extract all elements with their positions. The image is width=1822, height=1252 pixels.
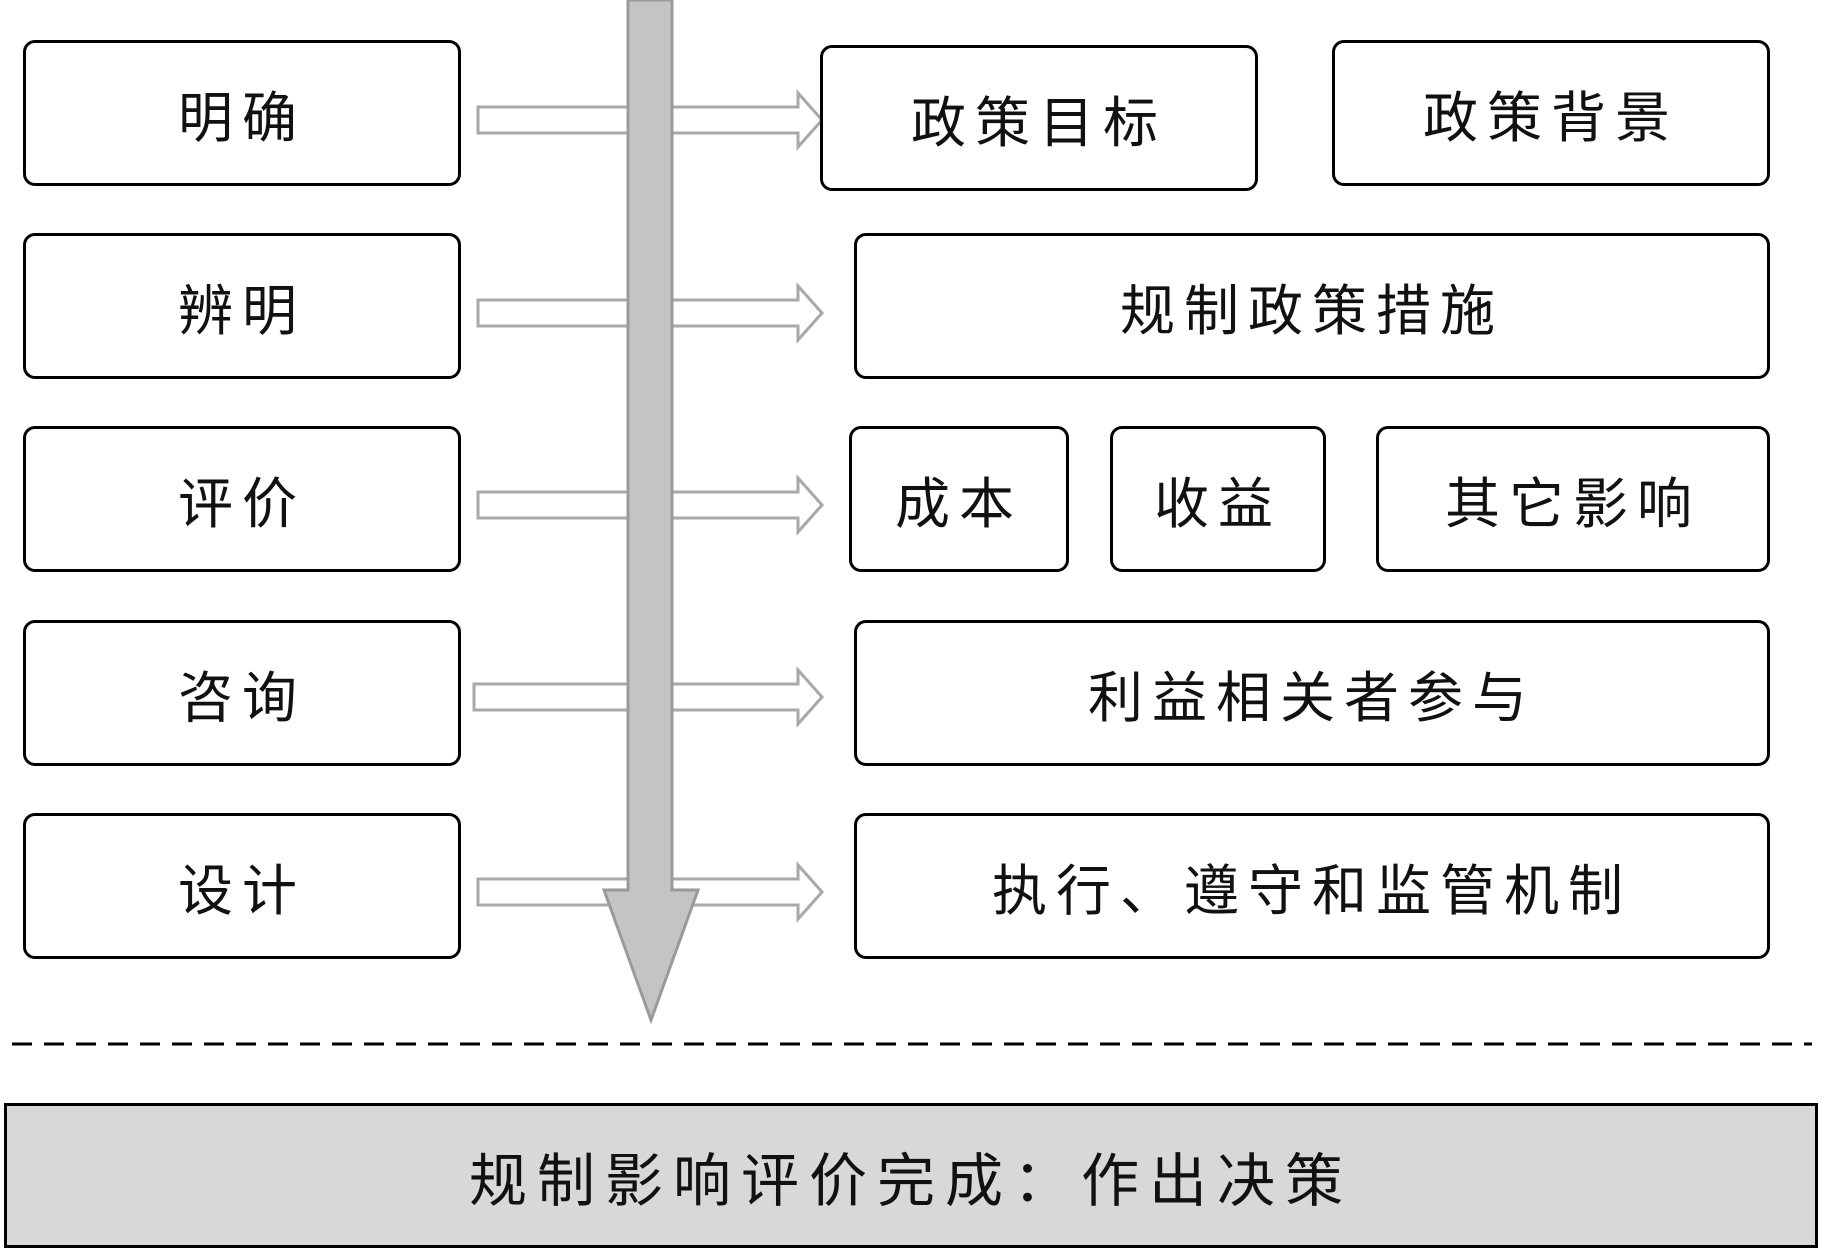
output-label: 利益相关者参与 (1087, 666, 1536, 730)
step-box-identify: 辨明 (23, 233, 461, 379)
output-box-regulatory-measures: 规制政策措施 (854, 233, 1770, 379)
output-box-stakeholder-participation: 利益相关者参与 (854, 620, 1770, 766)
process-flow-arrow (601, 0, 701, 1025)
step-label: 设计 (177, 859, 306, 923)
step-box-evaluate: 评价 (23, 426, 461, 572)
step-box-consult: 咨询 (23, 620, 461, 766)
step-label: 辨明 (177, 279, 306, 343)
output-box-cost: 成本 (849, 426, 1069, 572)
output-label: 政策背景 (1422, 86, 1679, 150)
output-box-enforcement-mechanism: 执行、遵守和监管机制 (854, 813, 1770, 959)
conclusion-label: 规制影响评价完成：作出决策 (468, 1146, 1353, 1215)
step-box-design: 设计 (23, 813, 461, 959)
output-box-benefit: 收益 (1110, 426, 1326, 572)
step-label: 明确 (177, 86, 306, 150)
output-box-policy-goal: 政策目标 (820, 45, 1258, 191)
conclusion-bar: 规制影响评价完成：作出决策 (4, 1103, 1818, 1248)
output-box-policy-background: 政策背景 (1332, 40, 1770, 186)
step-label: 咨询 (177, 666, 306, 730)
output-box-other-impacts: 其它影响 (1376, 426, 1770, 572)
output-label: 收益 (1153, 472, 1282, 536)
output-label: 其它影响 (1444, 472, 1701, 536)
step-box-clarify: 明确 (23, 40, 461, 186)
output-label: 成本 (894, 472, 1023, 536)
output-label: 执行、遵守和监管机制 (991, 859, 1632, 923)
output-label: 政策目标 (910, 91, 1167, 155)
output-label: 规制政策措施 (1119, 279, 1504, 343)
step-label: 评价 (177, 472, 306, 536)
